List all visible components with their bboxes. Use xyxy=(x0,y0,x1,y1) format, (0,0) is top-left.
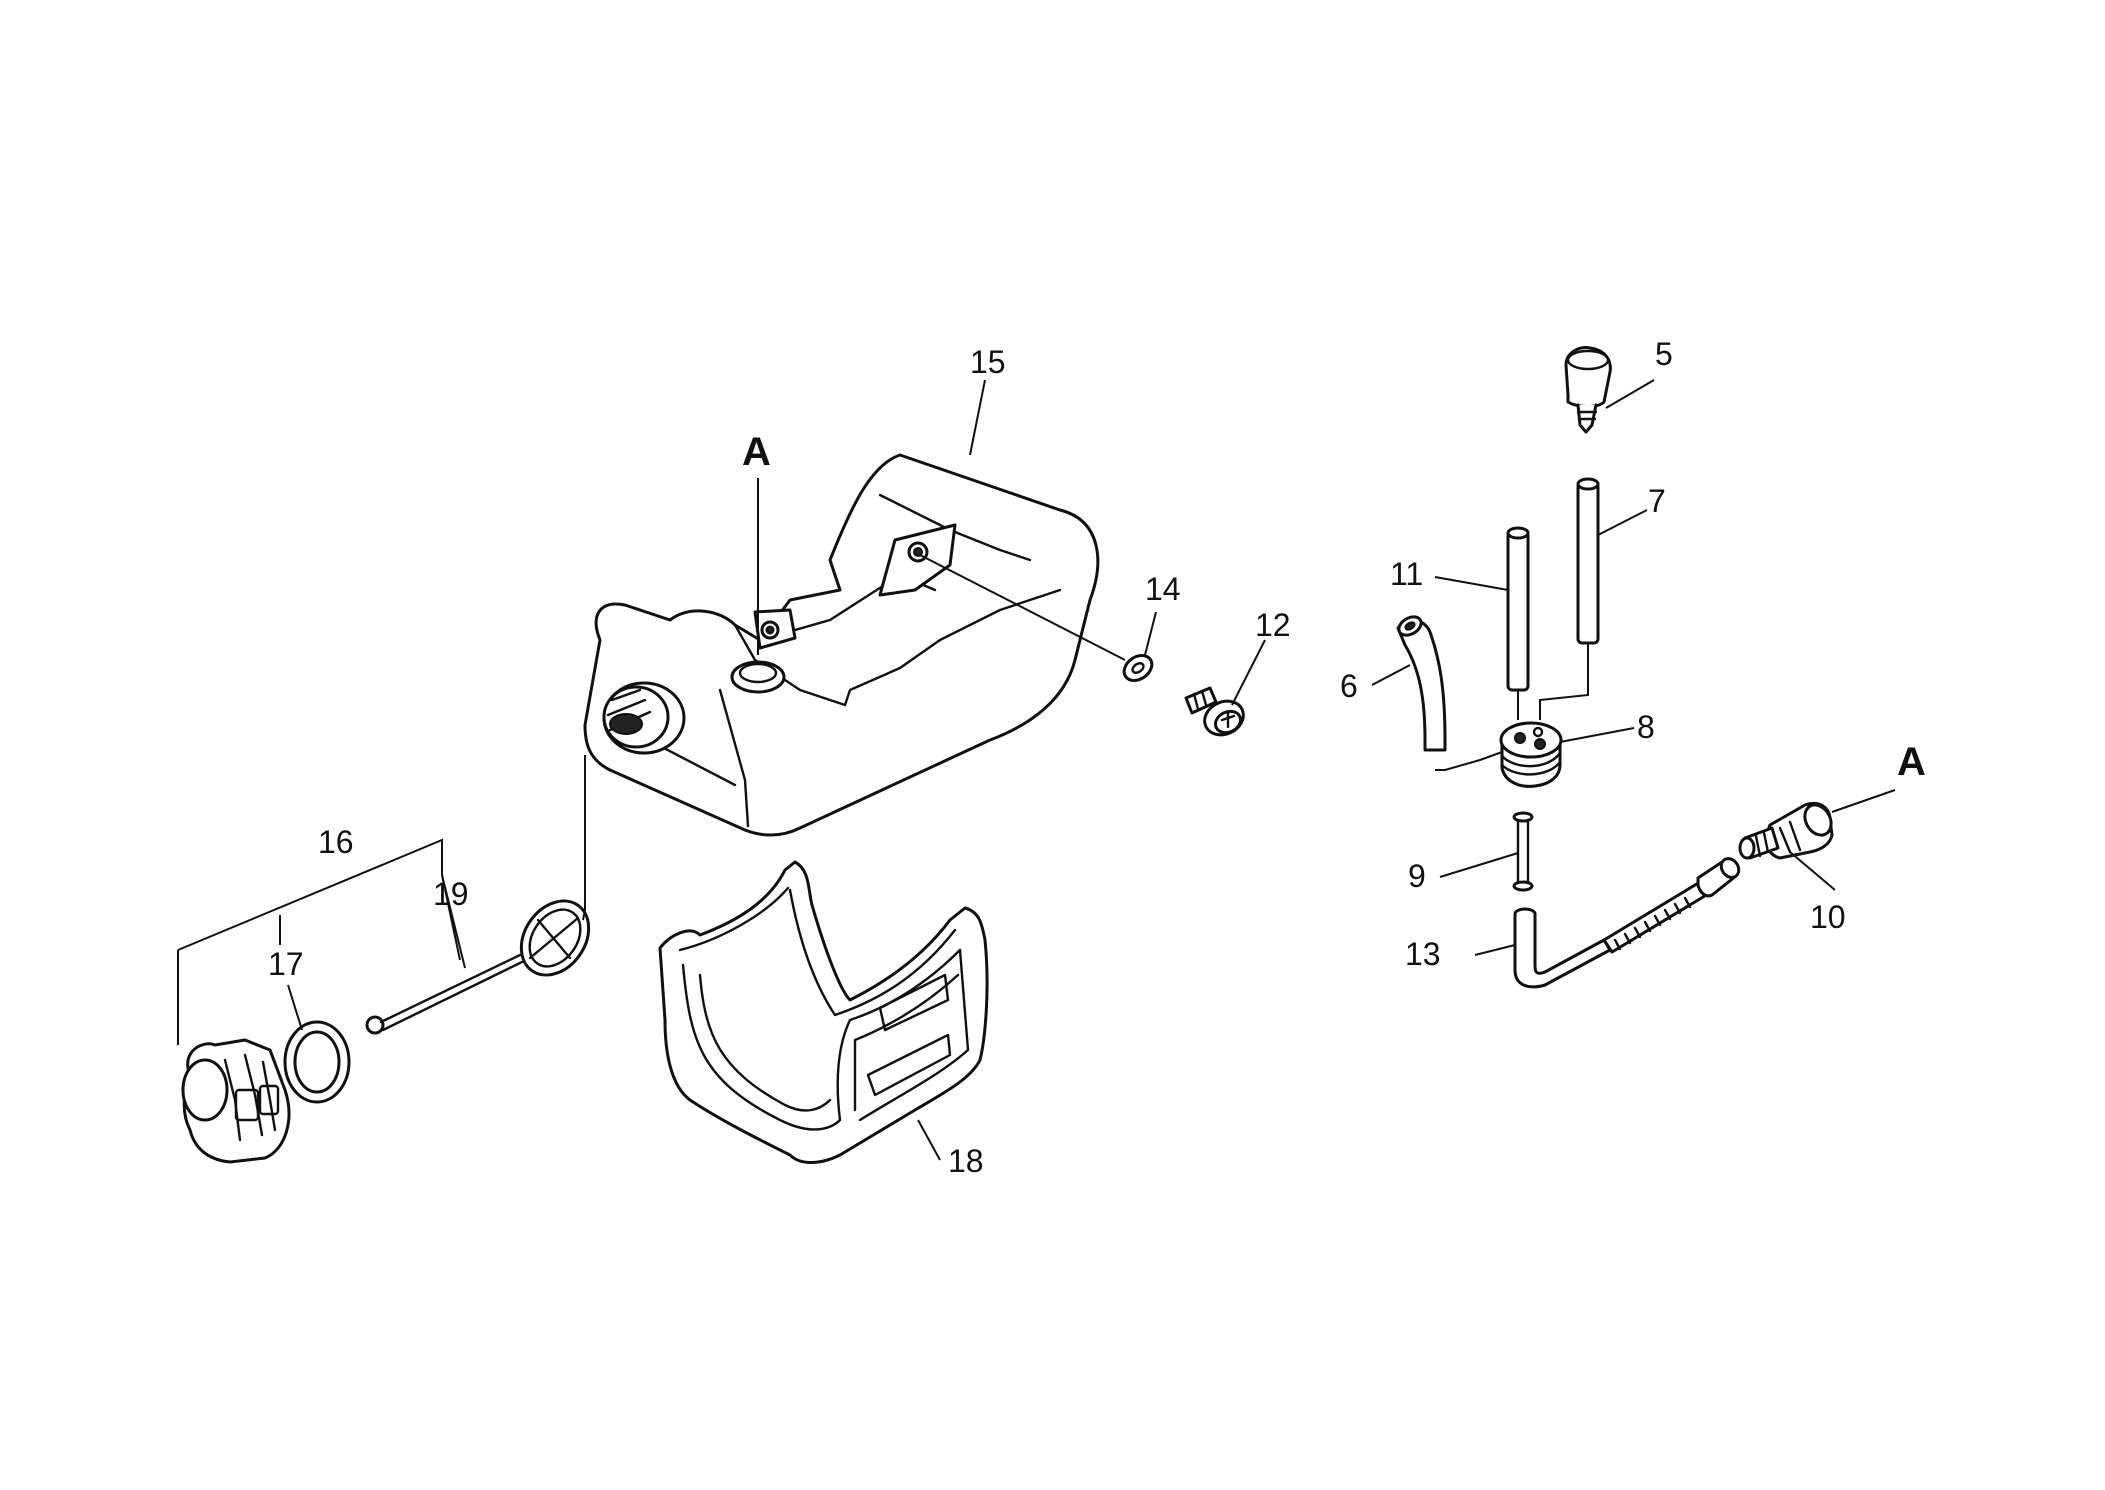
reference-label-a-right: A xyxy=(1897,740,1926,784)
callout-15: 15 xyxy=(970,344,1006,380)
callout-5: 5 xyxy=(1655,336,1673,372)
callout-7: 7 xyxy=(1648,483,1666,519)
callout-17: 17 xyxy=(268,946,304,982)
leader-lines xyxy=(177,379,1896,1161)
primer-bulb xyxy=(1564,346,1612,434)
retaining-strap xyxy=(365,899,591,1035)
callout-19: 19 xyxy=(433,876,469,912)
fuel-line xyxy=(1513,857,1741,989)
washer xyxy=(1122,654,1154,682)
callout-10: 10 xyxy=(1810,899,1846,935)
fuel-cap xyxy=(181,1038,291,1164)
grommet xyxy=(1499,721,1563,788)
gasket xyxy=(283,1020,351,1104)
callout-14: 14 xyxy=(1145,571,1181,607)
callout-labels: 5 7 11 6 8 9 13 10 A 15 A 14 12 16 19 17… xyxy=(268,336,1926,1179)
tube-curved xyxy=(1396,615,1447,752)
callout-13: 13 xyxy=(1405,936,1441,972)
callout-9: 9 xyxy=(1408,858,1426,894)
callout-16: 16 xyxy=(318,824,354,860)
callout-18: 18 xyxy=(948,1143,984,1179)
tube-long xyxy=(1576,477,1600,645)
fuel-filter xyxy=(1738,802,1834,860)
reference-label-a-left: A xyxy=(742,430,771,474)
tube-medium xyxy=(1506,526,1530,692)
filter-tube xyxy=(1512,811,1534,892)
bolt xyxy=(1184,686,1245,737)
fuel-tank xyxy=(583,453,1100,837)
callout-6: 6 xyxy=(1340,668,1358,704)
callout-11: 11 xyxy=(1390,556,1423,592)
tank-guard xyxy=(658,860,989,1164)
callout-8: 8 xyxy=(1637,709,1655,745)
callout-12: 12 xyxy=(1255,607,1291,643)
